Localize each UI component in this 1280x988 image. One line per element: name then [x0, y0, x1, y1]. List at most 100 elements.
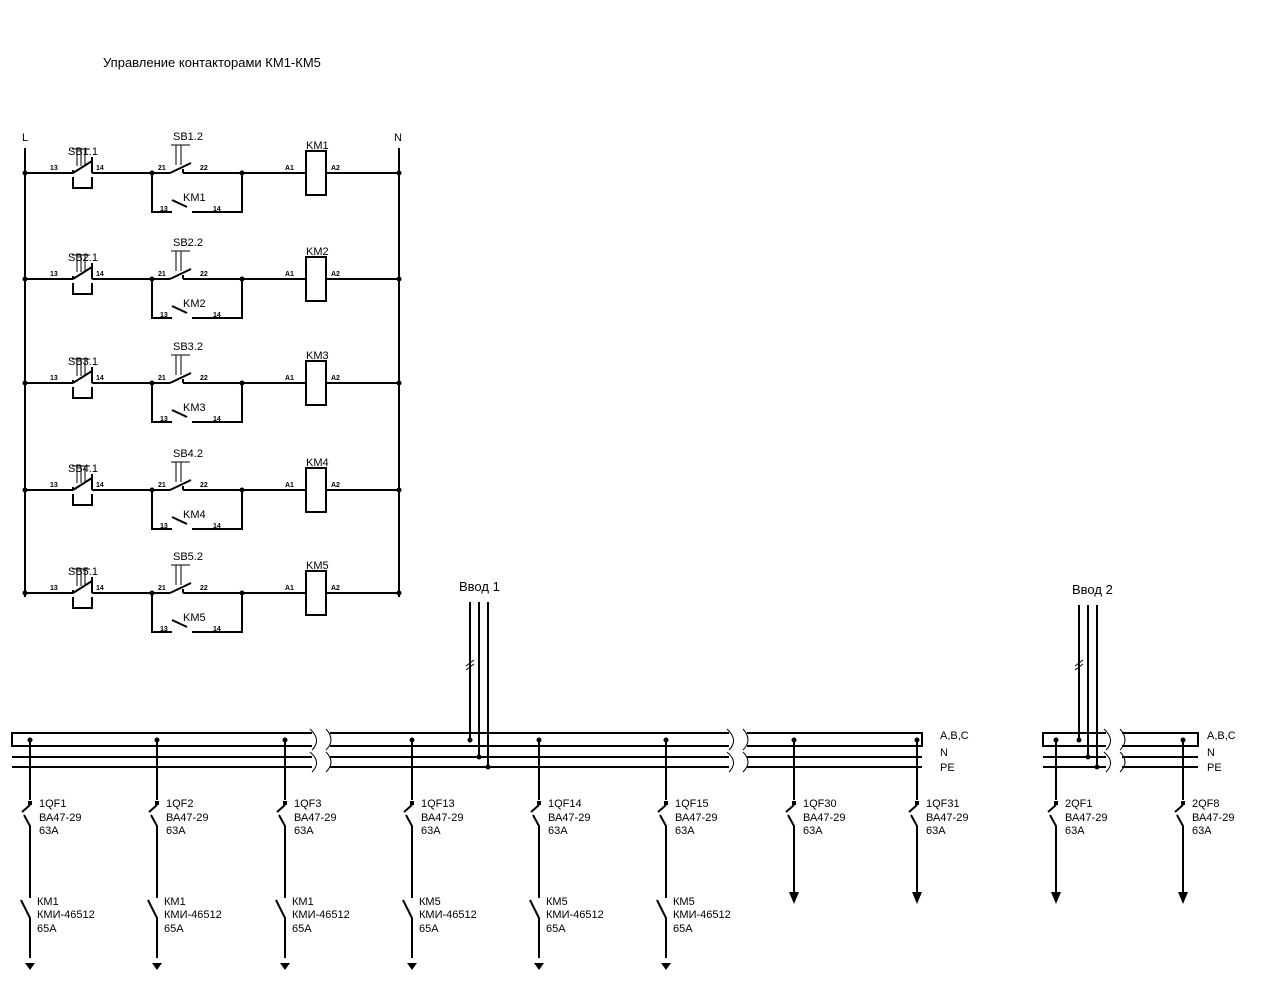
breaker-rating: 63А [1192, 825, 1212, 837]
breaker-type: ВА47-29 [294, 812, 336, 824]
pin-14: 14 [96, 482, 104, 489]
start-button-label: SB3.1 [68, 356, 98, 368]
pin-a2: A2 [331, 165, 340, 172]
pin-14-hold: 14 [213, 523, 221, 530]
coil-label: KM1 [306, 140, 329, 152]
contactor-symbol [20, 899, 31, 958]
coil-symbol [305, 150, 327, 196]
stop-button-label: SB4.2 [173, 448, 203, 460]
breaker-type: ВА47-29 [926, 812, 968, 824]
coil-label: KM5 [306, 560, 329, 572]
contactor-rating: 65А [673, 923, 693, 935]
stop-button-label: SB2.2 [173, 237, 203, 249]
holding-contact-label: KM2 [183, 298, 206, 310]
contactor-rating: 65А [292, 923, 312, 935]
contactor-type: КМИ-46512 [419, 909, 477, 921]
pin-14-hold: 14 [213, 416, 221, 423]
breaker-rating: 63А [421, 825, 441, 837]
bus2-label-phases: A,B,C [1207, 730, 1236, 742]
pin-a1: A1 [285, 482, 294, 489]
pin-21: 21 [158, 585, 166, 592]
bus2-label-n: N [1207, 747, 1215, 759]
breaker-type: ВА47-29 [421, 812, 463, 824]
start-button-symbol [72, 263, 93, 280]
pin-14-hold: 14 [213, 312, 221, 319]
breaker-label: 1QF31 [926, 798, 960, 810]
pin-a2: A2 [331, 271, 340, 278]
rail-label-n: N [394, 132, 402, 144]
start-button-label: SB4.1 [68, 463, 98, 475]
pin-14: 14 [96, 375, 104, 382]
breaker-label: 1QF2 [166, 798, 194, 810]
breaker-symbol [785, 804, 795, 840]
pin-13: 13 [50, 375, 58, 382]
breaker-type: ВА47-29 [39, 812, 81, 824]
pin-14-hold: 14 [213, 206, 221, 213]
pin-14: 14 [96, 271, 104, 278]
pin-21: 21 [158, 271, 166, 278]
bus1-label-n: N [940, 747, 948, 759]
stop-button-symbol [169, 162, 192, 174]
contactor-label: КМ1 [37, 896, 59, 908]
pin-22: 22 [200, 585, 208, 592]
start-button-symbol [72, 577, 93, 594]
pin-13: 13 [50, 482, 58, 489]
pin-a2: A2 [331, 585, 340, 592]
contactor-symbol [402, 899, 413, 958]
pin-a1: A1 [285, 585, 294, 592]
breaker-symbol [908, 804, 918, 840]
breaker-rating: 63А [675, 825, 695, 837]
diagram-title: Управление контакторами КМ1-КМ5 [103, 55, 321, 70]
contactor-symbol [656, 899, 667, 958]
input-2: Ввод 2 [1072, 582, 1113, 770]
pin-13-hold: 13 [160, 312, 168, 319]
contactor-rating: 65А [546, 923, 566, 935]
contactor-label: КМ5 [419, 896, 441, 908]
start-button-label: SB5.1 [68, 566, 98, 578]
breaker-type: ВА47-29 [675, 812, 717, 824]
bus1-label-pe: PE [940, 762, 955, 774]
pin-13-hold: 13 [160, 626, 168, 633]
holding-contact-label: KM1 [183, 192, 206, 204]
pin-a1: A1 [285, 375, 294, 382]
input-2-label: Ввод 2 [1072, 582, 1113, 597]
breaker-symbol [148, 804, 158, 840]
start-button-symbol [72, 474, 93, 491]
start-button-label: SB2.1 [68, 252, 98, 264]
feeders: 1QF1ВА47-2963АКМ1КМИ-4651265А1QF2ВА47-29… [20, 737, 1234, 970]
start-button-symbol [72, 157, 93, 174]
breaker-symbol [1047, 804, 1057, 840]
pin-13: 13 [50, 585, 58, 592]
breaker-rating: 63А [1065, 825, 1085, 837]
coil-symbol [305, 467, 327, 513]
breaker-label: 1QF13 [421, 798, 455, 810]
busbar-2: A,B,C N PE [1042, 728, 1236, 774]
contactor-symbol [529, 899, 540, 958]
breaker-label: 1QF15 [675, 798, 709, 810]
breaker-symbol [1174, 804, 1184, 840]
stop-button-symbol [169, 582, 192, 594]
holding-contact-label: KM5 [183, 612, 206, 624]
pin-14: 14 [96, 165, 104, 172]
contactor-rating: 65А [37, 923, 57, 935]
breaker-symbol [21, 804, 31, 840]
breaker-type: ВА47-29 [548, 812, 590, 824]
pin-13: 13 [50, 271, 58, 278]
contactor-type: КМИ-46512 [673, 909, 731, 921]
pin-22: 22 [200, 271, 208, 278]
contactor-label: КМ5 [546, 896, 568, 908]
breaker-rating: 63А [926, 825, 946, 837]
